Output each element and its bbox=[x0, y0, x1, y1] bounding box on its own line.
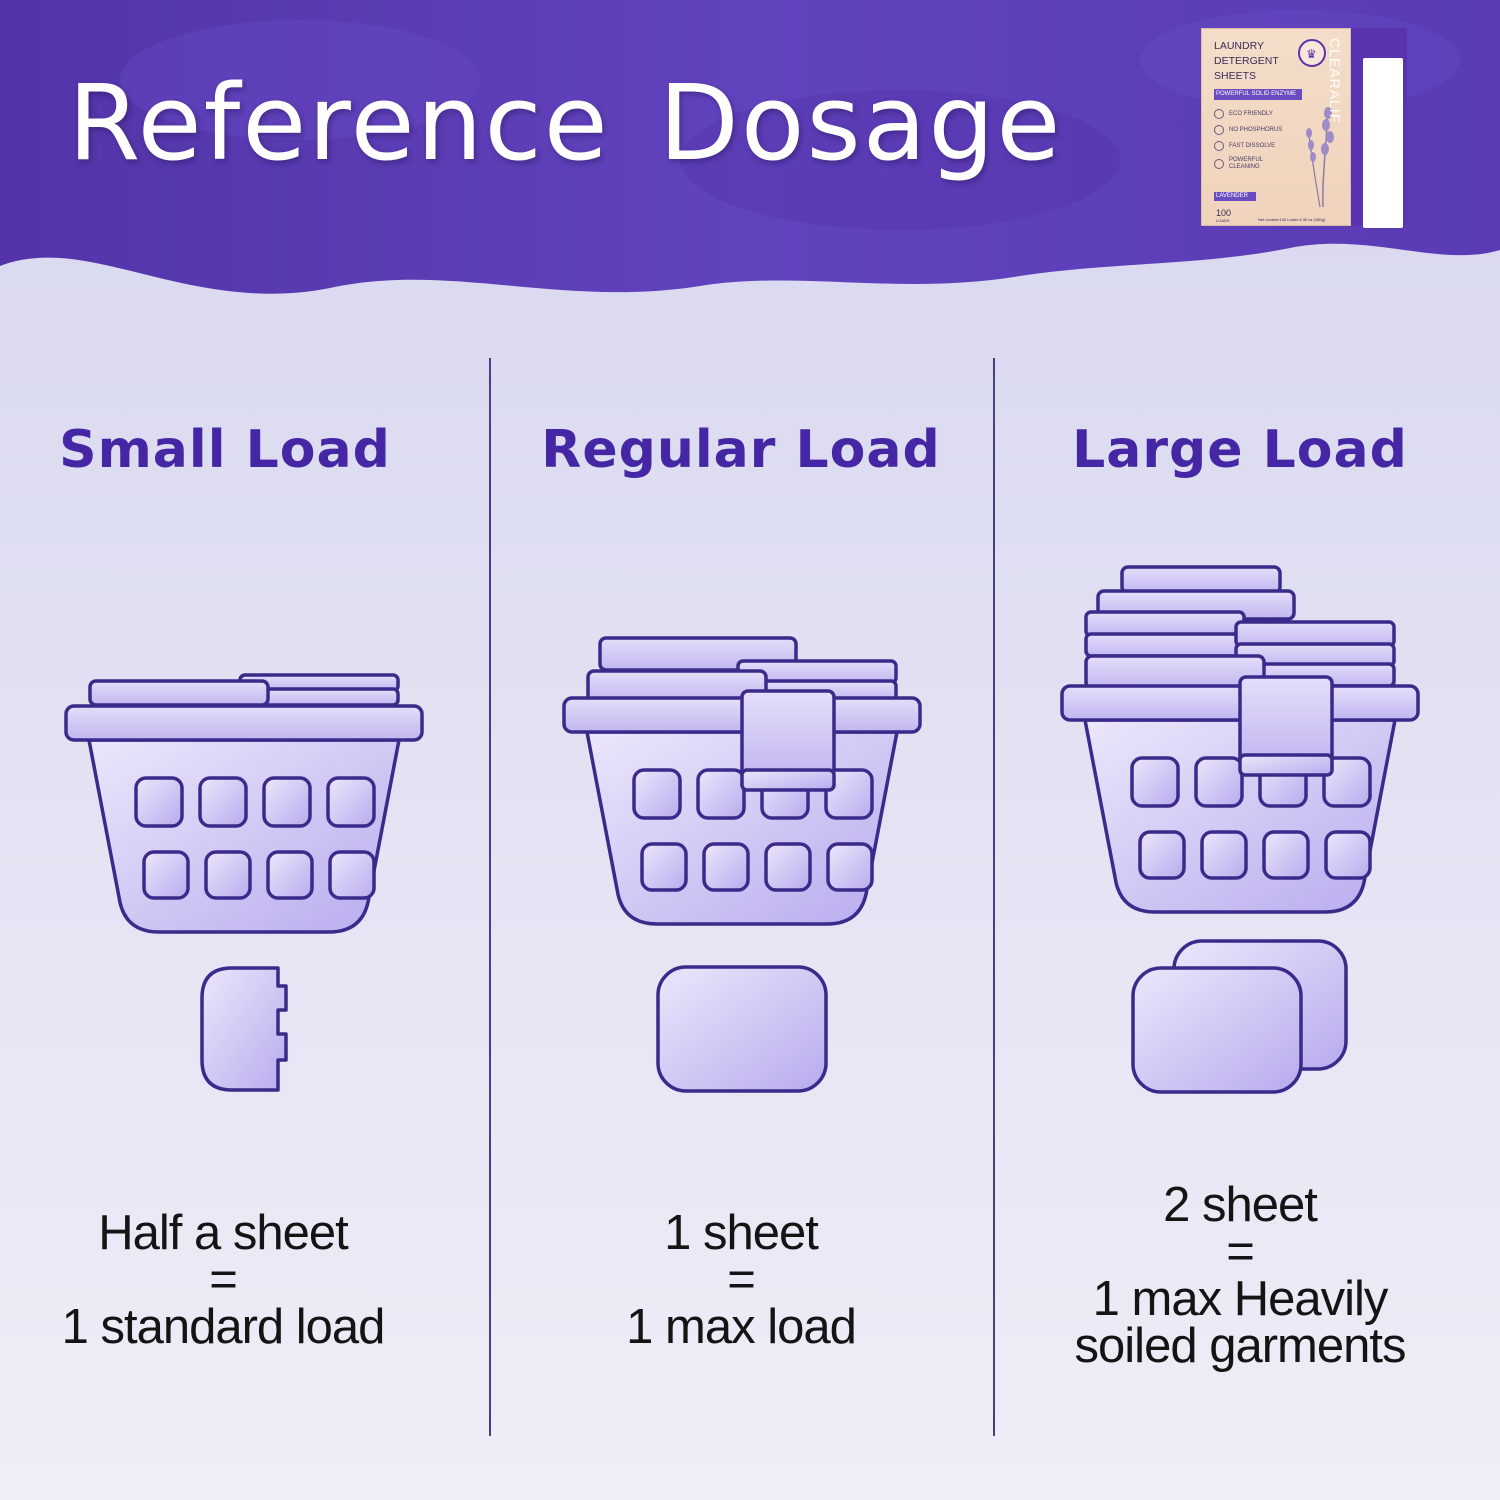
no-icon bbox=[1214, 125, 1224, 135]
small-load-basket-icon bbox=[64, 704, 424, 934]
leaf-icon bbox=[1214, 109, 1224, 119]
small-load-dosage: Half a sheet = 1 standard load bbox=[61, 1206, 386, 1354]
full-sheet-icon bbox=[656, 965, 828, 1093]
feature-item: POWERFUL CLEANING bbox=[1214, 157, 1294, 171]
front-sheet-icon bbox=[1131, 966, 1303, 1094]
large-load-title: Large Load bbox=[1072, 420, 1408, 480]
large-load-hanging-cloth bbox=[1238, 675, 1334, 777]
package-banner: POWERFUL SOLID ENZYME bbox=[1214, 89, 1302, 100]
package-sheet bbox=[1363, 58, 1403, 228]
large-load-dosage: 2 sheet = 1 max Heavily soiled garments bbox=[1074, 1178, 1407, 1373]
feature-item: ECO FRIENDLY bbox=[1214, 109, 1294, 119]
regular-load-title: Regular Load bbox=[541, 420, 941, 480]
package-title: LAUNDRY DETERGENT SHEETS bbox=[1214, 40, 1279, 82]
feature-item: FAST DISSOLVE bbox=[1214, 141, 1294, 151]
feature-item: NO PHOSPHORUS bbox=[1214, 125, 1294, 135]
lavender-icon bbox=[1306, 107, 1334, 208]
dissolve-icon bbox=[1214, 141, 1224, 151]
small-load-title: Small Load bbox=[59, 420, 391, 480]
package-front: LAUNDRY DETERGENT SHEETS ♛ POWERFUL SOLI… bbox=[1201, 28, 1351, 226]
column-divider bbox=[993, 358, 995, 1436]
column-divider bbox=[489, 358, 491, 1436]
page-title: Reference Dosage bbox=[68, 62, 1063, 184]
product-package: LAUNDRY DETERGENT SHEETS ♛ POWERFUL SOLI… bbox=[1201, 28, 1407, 228]
brand-name: CLEARALIF bbox=[1327, 38, 1343, 124]
crown-seal-icon: ♛ bbox=[1298, 39, 1326, 67]
loads-count: 100 LOADS bbox=[1216, 208, 1232, 224]
large-load-clothes bbox=[1084, 565, 1396, 690]
scent-label: LAVENDER bbox=[1214, 192, 1256, 201]
regular-load-hanging-cloth bbox=[740, 689, 836, 792]
net-content: Net content:100 Loads 6.35 oz (180g) bbox=[1258, 217, 1326, 222]
half-sheet-icon bbox=[200, 966, 288, 1092]
package-features: ECO FRIENDLY NO PHOSPHORUS FAST DISSOLVE… bbox=[1214, 109, 1294, 177]
small-load-clothes bbox=[88, 673, 400, 707]
regular-load-dosage: 1 sheet = 1 max load bbox=[626, 1206, 857, 1354]
sparkle-icon bbox=[1214, 159, 1224, 169]
